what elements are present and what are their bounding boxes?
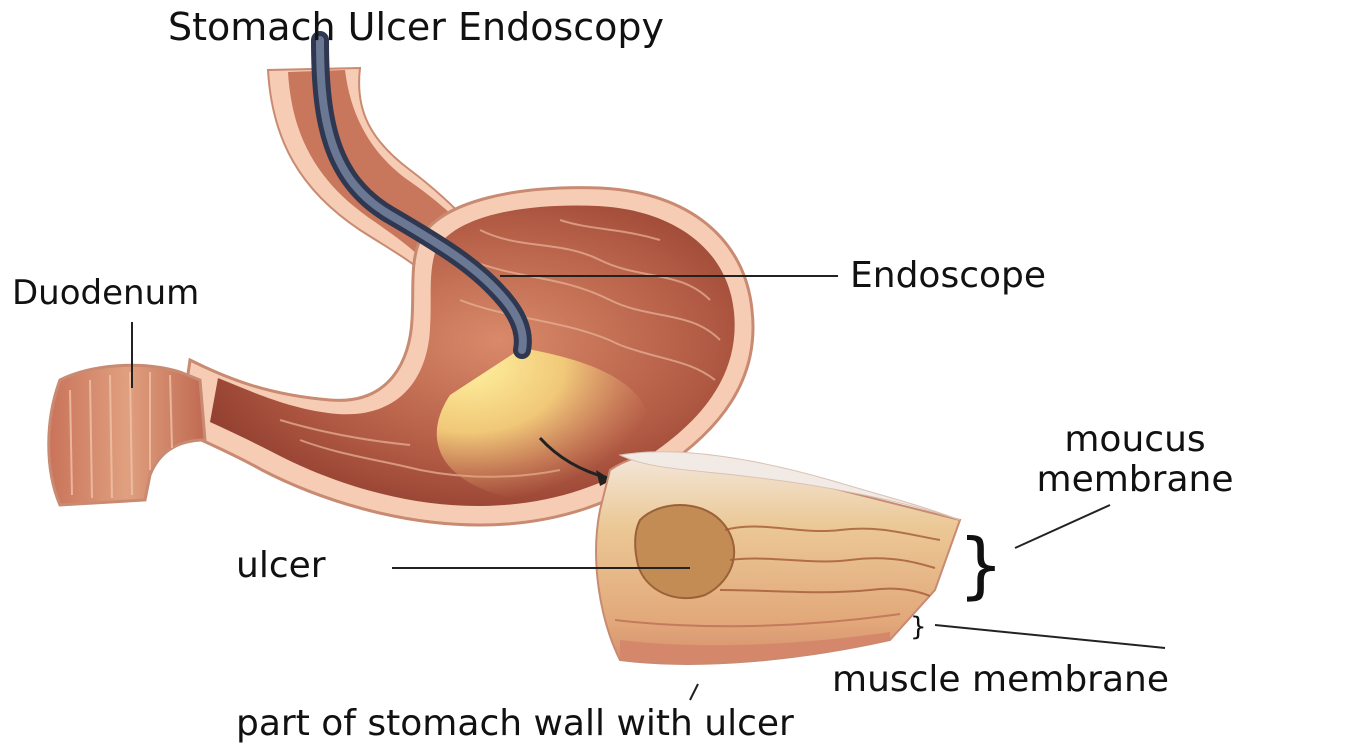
ulcer-crater bbox=[635, 505, 734, 598]
stomach-wall-section bbox=[596, 452, 960, 664]
diagram-title: Stomach Ulcer Endoscopy bbox=[168, 8, 664, 46]
wall-leader-line bbox=[690, 684, 698, 700]
stomach-wall-label: part of stomach wall with ulcer bbox=[236, 706, 794, 742]
mucus-membrane-label: moucus membrane bbox=[980, 420, 1290, 501]
muscle-leader-line bbox=[935, 625, 1165, 648]
muscle-brace: } bbox=[910, 612, 927, 642]
mucus-brace: } bbox=[958, 523, 1004, 607]
mucus-leader-line bbox=[1015, 505, 1110, 548]
muscle-membrane-label: muscle membrane bbox=[832, 662, 1169, 698]
ulcer-label: ulcer bbox=[236, 548, 326, 584]
endoscope-label: Endoscope bbox=[850, 258, 1046, 294]
duodenum-label: Duodenum bbox=[12, 276, 199, 310]
